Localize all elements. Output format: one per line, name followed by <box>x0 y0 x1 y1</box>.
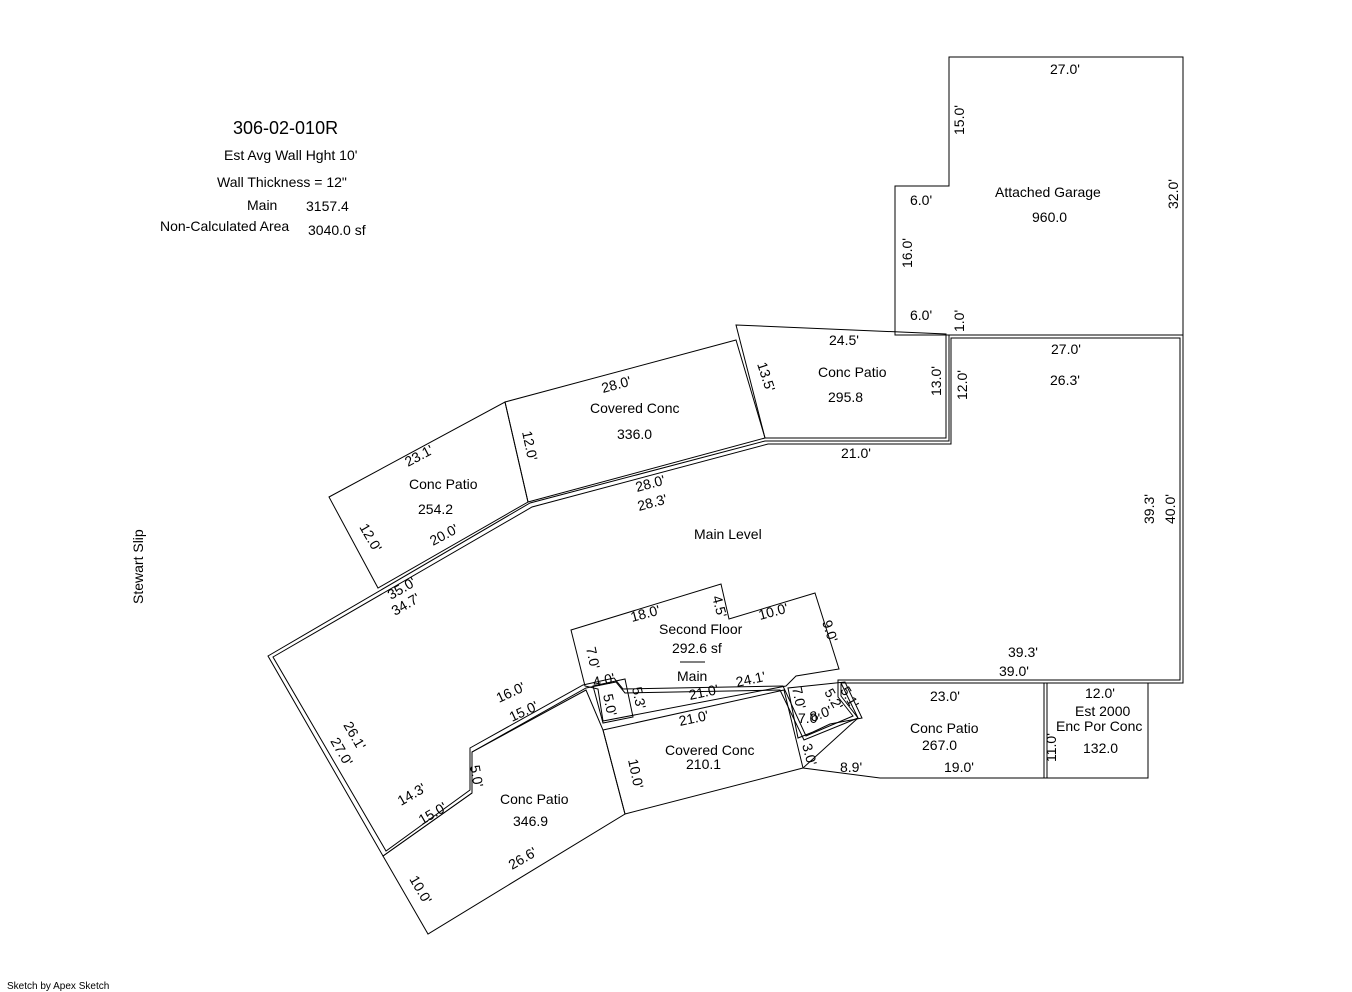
dim-cp1-13: 13.0' <box>928 366 944 396</box>
dim-cp2-231: 23.1' <box>402 441 436 469</box>
dim-cp4-19: 19.0' <box>944 759 974 775</box>
dim-cc1-12: 12.0' <box>519 429 541 462</box>
conc-patio-bottom-left-area: 346.9 <box>513 813 548 829</box>
conc-patio-bottom-left-name: Conc Patio <box>500 791 569 807</box>
second-floor-notch <box>592 678 634 724</box>
second-floor-name: Second Floor <box>659 621 743 637</box>
garage-area: 960.0 <box>1032 209 1067 225</box>
wall-thickness-note: Wall Thickness = 12" <box>217 174 347 190</box>
conc-patio-top-area: 295.8 <box>828 389 863 405</box>
dim-sf-9: 9.0' <box>819 618 841 644</box>
enc-porch-outline <box>1043 682 1149 779</box>
dim-garage-16: 16.0' <box>899 238 915 268</box>
second-floor-area: 292.6 sf <box>672 640 722 656</box>
enc-porch-area: 132.0 <box>1083 740 1118 756</box>
dim-main-393b: 39.3' <box>1008 644 1038 660</box>
dim-sf-7: 7.0' <box>583 645 603 670</box>
conc-patio-top-name: Conc Patio <box>818 364 887 380</box>
conc-patio-left-outline <box>328 401 529 589</box>
step-notch-outline <box>787 681 863 739</box>
dim-cc2-7a: 7.0' <box>789 685 809 710</box>
enc-porch-line2: Enc Por Conc <box>1056 718 1142 734</box>
dim-l-5: 5.0' <box>467 764 487 789</box>
dim-cc1-28b: 28.0' <box>634 472 667 495</box>
dim-sf-4: 4.0' <box>591 670 616 690</box>
second-floor-sub: Main <box>677 668 707 684</box>
dim-cc2-3: 3.0' <box>799 742 820 768</box>
main-level-area: 26.3' <box>1050 372 1080 388</box>
dim-main-12: 12.0' <box>954 370 970 400</box>
dim-l-143: 14.3' <box>395 780 429 809</box>
dim-main-27: 27.0' <box>1051 341 1081 357</box>
main-level-inner-outline <box>272 337 1181 852</box>
covered-conc-top-outline <box>504 339 766 503</box>
conc-patio-left-name: Conc Patio <box>409 476 478 492</box>
wall-height-note: Est Avg Wall Hght 10' <box>224 147 357 163</box>
dim-garage-32: 32.0' <box>1165 179 1181 209</box>
covered-conc-bottom-area: 210.1 <box>686 756 721 772</box>
enc-porch-line1: Est 2000 <box>1075 703 1130 719</box>
dim-sf-21: 21.0' <box>687 681 720 703</box>
noncalc-area-value: 3040.0 sf <box>308 222 366 238</box>
dim-sf-45: 4.5' <box>709 594 730 620</box>
main-area-label: Main <box>247 197 277 213</box>
main-area-value: 3157.4 <box>306 198 349 214</box>
conc-patio-top-outline <box>735 324 947 439</box>
credit-text: Sketch by Apex Sketch <box>7 981 109 992</box>
conc-patio-bottom-right-area: 267.0 <box>922 737 957 753</box>
dim-garage-1: 1.0' <box>951 310 967 332</box>
dim-garage-top: 27.0' <box>1050 61 1080 77</box>
parcel-number: 306-02-010R <box>233 118 338 138</box>
dim-main-393: 39.3' <box>1141 494 1157 524</box>
dim-garage-6a: 6.0' <box>910 192 932 208</box>
covered-conc-top-name: Covered Conc <box>590 400 680 416</box>
street-label: Stewart Slip <box>130 529 146 604</box>
dim-cc2-21: 21.0' <box>677 707 710 729</box>
dim-cc2-8: 8.0' <box>808 702 834 725</box>
dim-sf-18: 18.0' <box>629 602 662 625</box>
dim-sf-241: 24.1' <box>734 668 767 690</box>
dim-sf-53: 5.3' <box>629 685 649 710</box>
dim-cp4-23: 23.0' <box>930 688 960 704</box>
dim-cc1-28a: 28.0' <box>600 373 633 396</box>
dim-cc2-7b: 7.0' <box>798 710 820 726</box>
dim-sf-5: 5.0' <box>600 692 620 717</box>
noncalc-area-label: Non-Calculated Area <box>160 218 289 234</box>
dim-main-39: 39.0' <box>999 663 1029 679</box>
dim-ep-12: 12.0' <box>1085 685 1115 701</box>
conc-patio-left-area: 254.2 <box>418 501 453 517</box>
dim-cc1-283: 28.3' <box>636 491 669 514</box>
covered-conc-top-area: 336.0 <box>617 426 652 442</box>
garage-name: Attached Garage <box>995 184 1101 200</box>
dim-garage-15: 15.0' <box>951 105 967 135</box>
dim-l-15: 15.0' <box>416 799 450 828</box>
dim-cp3-266: 26.6' <box>506 844 540 873</box>
dim-cc2-10: 10.0' <box>625 757 647 790</box>
dim-ep-11: 11.0' <box>1043 733 1059 762</box>
dim-sf-10: 10.0' <box>757 600 790 623</box>
dim-cp1-135: 13.5' <box>754 360 778 393</box>
dim-l-15b: 15.0' <box>507 698 541 725</box>
conc-patio-bottom-left-outline <box>382 689 626 935</box>
dim-cp2-12: 12.0' <box>356 521 385 555</box>
conc-patio-bottom-right-name: Conc Patio <box>910 720 979 736</box>
covered-conc-bottom-name: Covered Conc <box>665 742 755 758</box>
main-level-name: Main Level <box>694 526 762 542</box>
dim-l-16: 16.0' <box>494 679 528 706</box>
dim-cp4-89: 8.9' <box>840 759 862 775</box>
dim-cp1-21: 21.0' <box>841 445 871 461</box>
dim-cp3-10: 10.0' <box>406 873 435 907</box>
dim-garage-6b: 6.0' <box>910 307 932 323</box>
dim-main-40: 40.0' <box>1162 494 1178 524</box>
dim-cp1-245: 24.5' <box>829 332 859 348</box>
garage-outline <box>894 56 1184 336</box>
dim-cp2-20: 20.0' <box>427 520 461 548</box>
